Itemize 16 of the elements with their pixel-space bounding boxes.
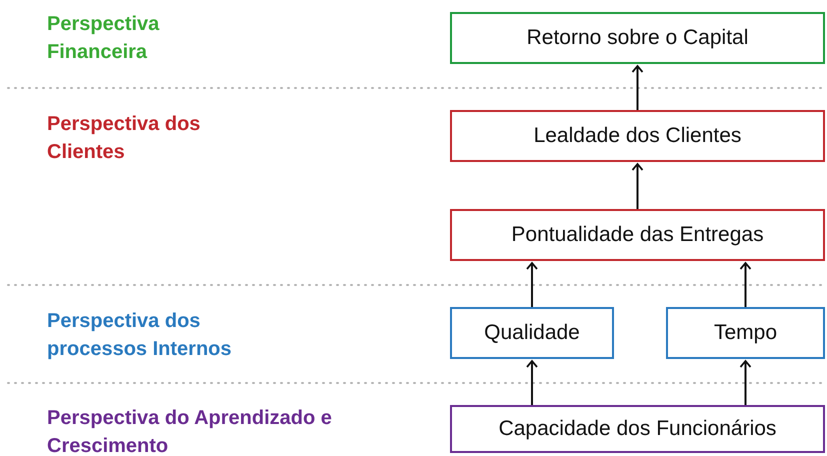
arrow — [740, 262, 752, 307]
process-box: Retorno sobre o Capital — [450, 12, 825, 64]
process-box: Qualidade — [450, 307, 614, 359]
perspective-heading: Perspectiva dos Clientes — [47, 112, 202, 165]
arrow — [632, 163, 644, 209]
perspective-heading: Perspectiva do Aprendizado e Crescimento — [47, 406, 333, 456]
process-box: Capacidade dos Funcionários — [450, 405, 825, 453]
perspective-heading: Perspectiva dos processos Internos — [47, 309, 233, 362]
process-box: Lealdade dos Clientes — [450, 110, 825, 162]
perspective-heading: Perspectiva Financeira — [47, 12, 160, 65]
arrow — [632, 65, 644, 110]
process-box: Tempo — [666, 307, 825, 359]
arrow — [526, 360, 538, 405]
arrow — [740, 360, 752, 405]
process-box: Pontualidade das Entregas — [450, 209, 825, 261]
arrow — [526, 262, 538, 307]
